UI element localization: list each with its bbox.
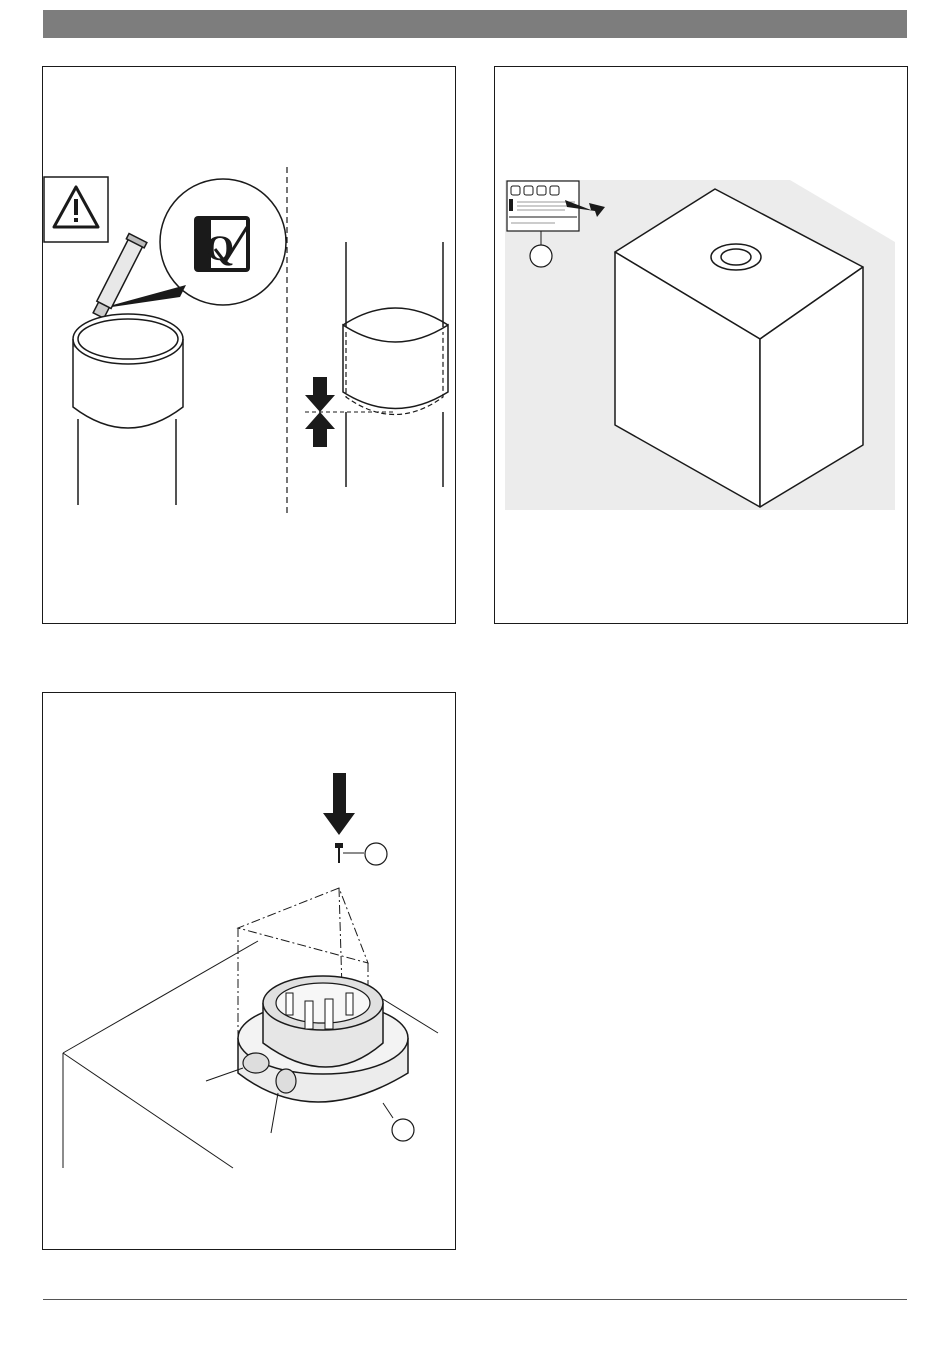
pipe-socket bbox=[73, 314, 183, 505]
screw-icon bbox=[335, 843, 364, 863]
callout-2 bbox=[392, 1119, 414, 1141]
callout-1 bbox=[365, 843, 387, 865]
callout-1 bbox=[530, 245, 552, 267]
flue-adapter-icon bbox=[206, 976, 408, 1133]
figure-pipe-lubrication: Q bbox=[42, 66, 456, 624]
figure-flue-adapter bbox=[42, 692, 456, 1250]
push-down-arrow-icon bbox=[323, 773, 355, 835]
insertion-arrows-icon bbox=[305, 377, 335, 447]
header-bar bbox=[43, 10, 907, 38]
svg-text:Q: Q bbox=[206, 228, 234, 268]
pipe-joint bbox=[305, 242, 448, 487]
footer-rule bbox=[43, 1299, 907, 1300]
warning-triangle-icon bbox=[44, 177, 108, 242]
figure-rating-plate bbox=[494, 66, 908, 624]
